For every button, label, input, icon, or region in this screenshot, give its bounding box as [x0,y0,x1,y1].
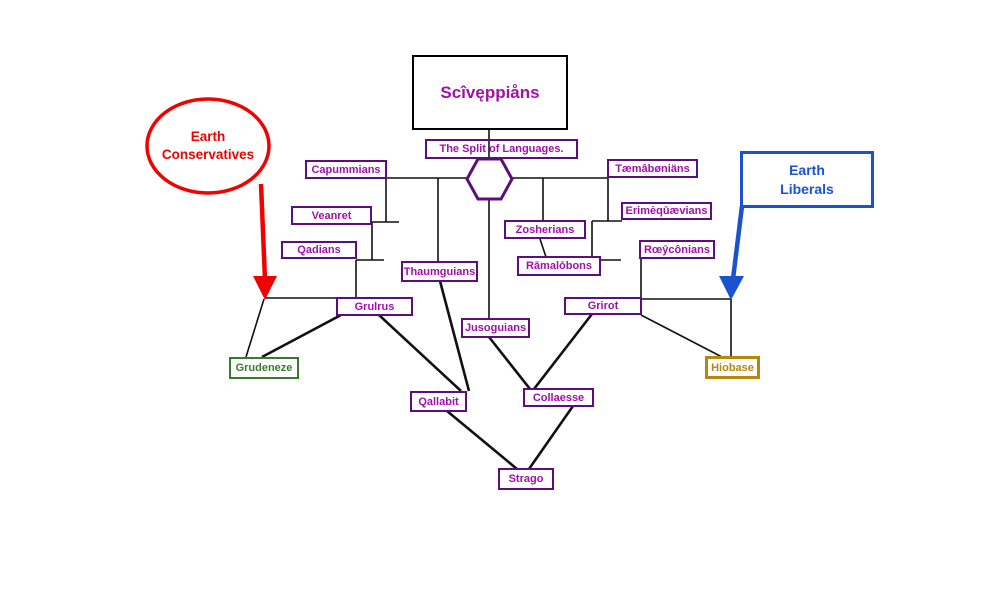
node-thaumguians: Thaumguians [401,261,478,282]
node-grulrus: Grulrus [336,297,413,316]
node-roeyconians: Rœȳcônians [639,240,715,259]
node-erimequaevians: Erimėqūævians [621,202,712,220]
node-hiobase: Hiobase [705,356,760,379]
node-strago: Strago [498,468,554,490]
split-hexagon-icon [465,157,514,201]
node-split-of-languages: The Split of Languages. [425,139,578,159]
node-grudeneze: Grudeneze [229,357,299,379]
earth-liberals-label: Earth Liberals [740,151,874,208]
earth-conservatives-label: Earth Conservatives [161,128,255,162]
node-scivceppians-title: Scîvęppiåns [412,55,568,130]
red-arrow [253,183,277,300]
node-jusoguians: Jusoguians [461,318,530,338]
node-taemabonians: Tæmâbøniäns [607,159,698,178]
node-capummians: Capummians [305,160,387,179]
node-zosherians: Zosherians [504,220,586,239]
node-ramalobons: Rāmalōbons [517,256,601,276]
node-grirot: Grirot [564,297,642,315]
diagram-subtitle: The Split of Languages. [439,143,564,155]
diagram-title: Scîvęppiåns [440,82,540,102]
node-collaesse: Collaesse [523,388,594,407]
node-qallabit: Qallabit [410,391,467,412]
blue-arrow [719,205,745,300]
node-qadians: Qadians [281,241,357,259]
earth-conservatives-ellipse [145,97,271,195]
node-veanret: Veanret [291,206,372,225]
